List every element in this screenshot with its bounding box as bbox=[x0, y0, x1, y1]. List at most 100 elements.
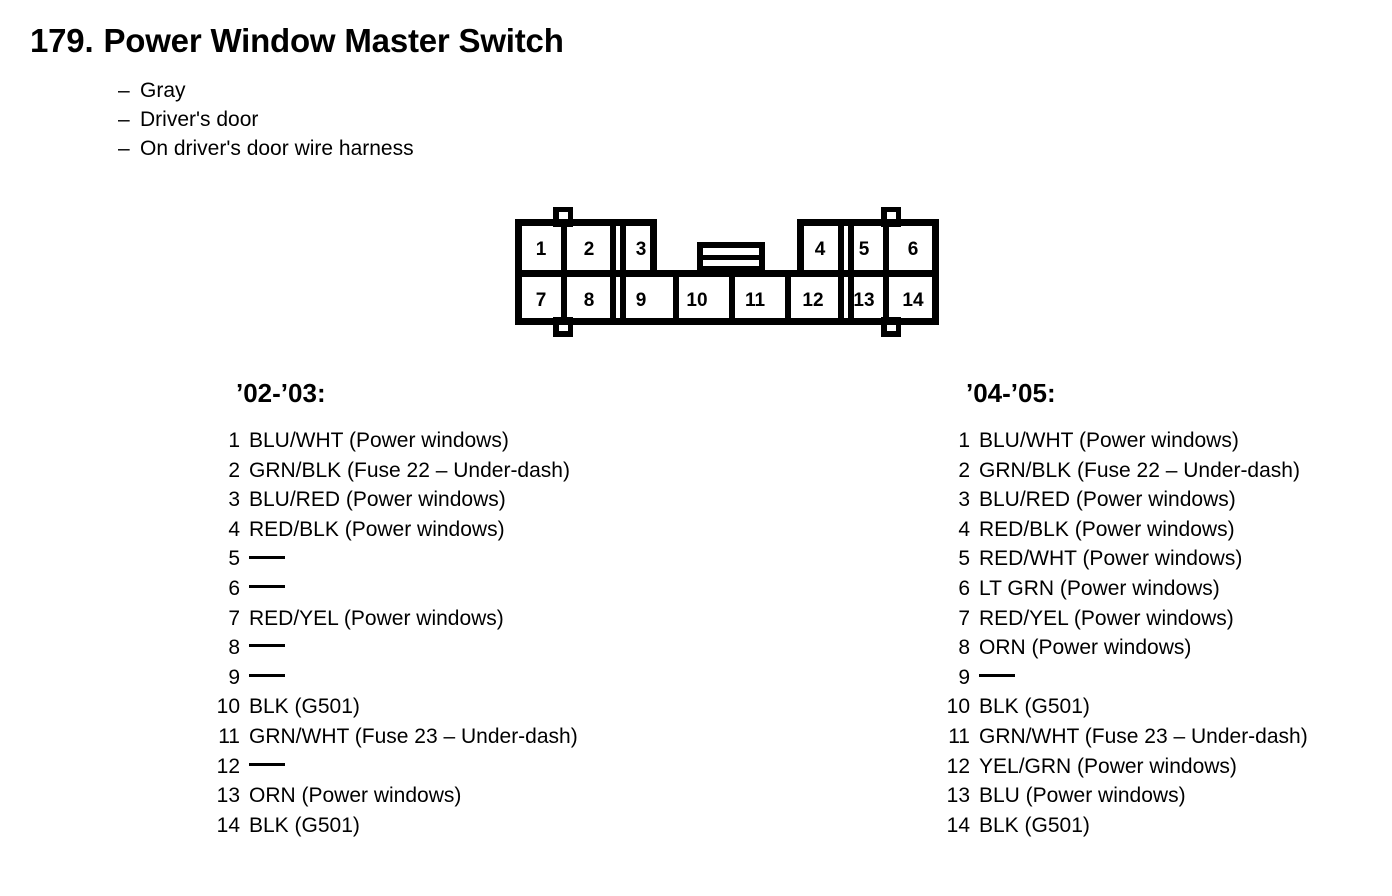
pin-entry-description: GRN/BLK (Fuse 22 – Under-dash) bbox=[249, 458, 570, 482]
pin-entry-number: 12 bbox=[216, 754, 240, 778]
attribute-label: On driver's door wire harness bbox=[140, 137, 414, 160]
pin-entry-row: 12 YEL/GRN (Power windows) bbox=[942, 755, 1308, 785]
pin-label-5: 5 bbox=[859, 239, 870, 260]
row-divider bbox=[515, 270, 939, 277]
pin-entry-description: GRN/BLK (Fuse 22 – Under-dash) bbox=[979, 458, 1300, 482]
connector-attributes-list: –Gray–Driver's door–On driver's door wir… bbox=[118, 76, 414, 163]
pin-entry-description: GRN/WHT (Fuse 23 – Under-dash) bbox=[249, 724, 578, 748]
pin-entry-description: RED/YEL (Power windows) bbox=[249, 606, 504, 630]
pin-entry-row: 3 BLU/RED (Power windows) bbox=[212, 488, 578, 518]
pin-entry-number: 9 bbox=[228, 665, 240, 689]
pin-entry-row: 14 BLK (G501) bbox=[212, 814, 578, 844]
pin-label-13: 13 bbox=[853, 290, 874, 311]
connector-key-tab bbox=[697, 242, 765, 273]
pin-entry-row: 3 BLU/RED (Power windows) bbox=[942, 488, 1308, 518]
pin-entry-number: 4 bbox=[228, 517, 240, 541]
pinlist-heading: ’04-’05: bbox=[966, 378, 1056, 408]
connector-pinout-diagram: 1 2 3 4 5 6 7 8 9 10 11 12 13 14 bbox=[505, 198, 965, 343]
pin-entry-number: 13 bbox=[216, 784, 240, 808]
pin-entry-description: BLU/RED (Power windows) bbox=[979, 488, 1236, 512]
pin-entry-number: 9 bbox=[958, 665, 970, 689]
pin-entry-number: 7 bbox=[228, 606, 240, 630]
pin-entry-row: 12 bbox=[212, 755, 578, 785]
pin-entry-empty-dash bbox=[249, 674, 285, 681]
pin-entry-row: 13 ORN (Power windows) bbox=[212, 784, 578, 814]
pin-entry-row: 11 GRN/WHT (Fuse 23 – Under-dash) bbox=[942, 725, 1308, 755]
attribute-item: –Gray bbox=[118, 76, 414, 105]
pin-entry-number: 3 bbox=[228, 488, 240, 512]
pin-entry-number: 14 bbox=[946, 813, 970, 837]
pin-label-1: 1 bbox=[536, 239, 547, 260]
pin-entry-number: 8 bbox=[228, 636, 240, 660]
page-title: 179.Power Window Master Switch bbox=[30, 22, 564, 60]
pinlist-heading: ’02-’03: bbox=[236, 378, 326, 408]
pin-label-9: 9 bbox=[636, 290, 647, 311]
pin-entry-empty-dash bbox=[249, 762, 285, 770]
section-number: 179. bbox=[30, 22, 94, 59]
pin-entry-empty-dash bbox=[249, 644, 285, 651]
pin-label-2: 2 bbox=[584, 239, 595, 260]
pin-entry-description: BLK (G501) bbox=[979, 695, 1090, 719]
pin-entry-row: 2 GRN/BLK (Fuse 22 – Under-dash) bbox=[212, 459, 578, 489]
attribute-item: –On driver's door wire harness bbox=[118, 134, 414, 163]
pin-entry-number: 14 bbox=[216, 813, 240, 837]
pin-entry-number: 6 bbox=[958, 576, 970, 600]
pin-label-6: 6 bbox=[908, 239, 919, 260]
pin-entry-row: 7 RED/YEL (Power windows) bbox=[212, 607, 578, 637]
section-divider-right bbox=[838, 219, 854, 325]
pin-label-4: 4 bbox=[815, 239, 826, 260]
pin-entry-description: BLK (G501) bbox=[249, 813, 360, 837]
pin-entry-number: 11 bbox=[218, 724, 240, 748]
pin-entry-row: 9 bbox=[212, 666, 578, 696]
pin-entry-number: 13 bbox=[946, 784, 970, 808]
pin-entry-number: 1 bbox=[958, 429, 970, 452]
pin-entry-description: BLU/RED (Power windows) bbox=[249, 488, 506, 512]
pin-entry-description: RED/BLK (Power windows) bbox=[979, 517, 1235, 541]
pin-entry-description: YEL/GRN (Power windows) bbox=[979, 754, 1237, 778]
pin-entry-number: 12 bbox=[946, 754, 970, 778]
pin-entry-description: GRN/WHT (Fuse 23 – Under-dash) bbox=[979, 724, 1308, 748]
pin-entry-description: RED/WHT (Power windows) bbox=[979, 547, 1243, 571]
pin-entry-row: 5 bbox=[212, 547, 578, 577]
pin-entry-empty-dash bbox=[249, 555, 285, 563]
pin-label-7: 7 bbox=[536, 290, 547, 311]
pin-entry-description: RED/YEL (Power windows) bbox=[979, 606, 1234, 630]
pin-label-3: 3 bbox=[636, 239, 647, 260]
pin-entry-number: 10 bbox=[946, 695, 970, 719]
pin-entry-description: ORN (Power windows) bbox=[249, 784, 462, 808]
pin-entry-number: 11 bbox=[948, 724, 970, 748]
pin-entry-row: 10 BLK (G501) bbox=[212, 695, 578, 725]
pin-entry-empty-dash bbox=[979, 674, 1015, 681]
bullet-dash-icon: – bbox=[118, 137, 130, 160]
pin-entry-description: BLU/WHT (Power windows) bbox=[979, 429, 1239, 452]
pin-entry-row: 6 bbox=[212, 577, 578, 607]
pin-entry-number: 1 bbox=[228, 429, 240, 452]
pin-label-8: 8 bbox=[584, 290, 595, 311]
cell-separators-top bbox=[561, 219, 889, 277]
bullet-dash-icon: – bbox=[118, 108, 130, 131]
pin-entry-number: 2 bbox=[228, 458, 240, 482]
pin-entry-row: 6 LT GRN (Power windows) bbox=[942, 577, 1308, 607]
pin-label-10: 10 bbox=[686, 290, 707, 311]
pin-entry-number: 10 bbox=[216, 695, 240, 719]
cell-separators-bottom bbox=[561, 270, 889, 325]
pin-entry-row: 1 BLU/WHT (Power windows) bbox=[942, 429, 1308, 459]
pin-entry-description: LT GRN (Power windows) bbox=[979, 576, 1220, 600]
pin-entry-number: 3 bbox=[958, 488, 970, 512]
pin-label-14: 14 bbox=[902, 290, 924, 311]
pin-entry-description: ORN (Power windows) bbox=[979, 636, 1192, 660]
page-title-text: Power Window Master Switch bbox=[103, 22, 564, 59]
pin-entry-row: 10 BLK (G501) bbox=[942, 695, 1308, 725]
section-divider-left bbox=[610, 219, 626, 325]
pin-entry-row: 9 bbox=[942, 666, 1308, 696]
pin-entry-description: BLK (G501) bbox=[249, 695, 360, 719]
